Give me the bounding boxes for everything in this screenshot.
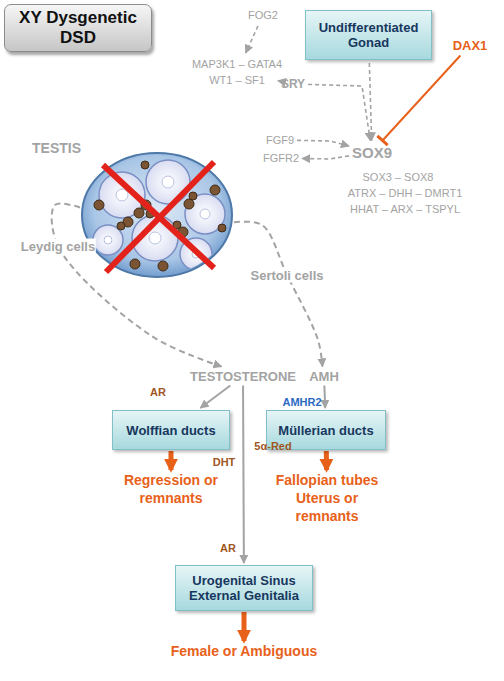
node-text: Female or Ambiguous [159, 642, 329, 660]
tubule-lumen [162, 176, 174, 188]
receptor-name: AR [220, 542, 236, 554]
connector-arrow [369, 63, 371, 141]
node-text: SRY [281, 77, 305, 91]
node-text: AMH [309, 369, 339, 384]
outcome-text: Regression or remnants [115, 471, 227, 507]
process-box: Urogenital Sinus External Genitalia [175, 565, 313, 611]
tubule-group [93, 160, 226, 271]
testis-organ: TESTIS [82, 153, 232, 277]
gene-name: FGFR2 [263, 150, 299, 166]
node-text: Undifferentiated Gonad [309, 20, 428, 50]
connector-arrow [297, 140, 349, 146]
tubule-lumen [104, 236, 112, 244]
hormone-name: DHT [213, 456, 236, 468]
gene-name: ATRX – DHH – DMRT1 [348, 187, 463, 199]
gene-name: FOG2 [248, 7, 278, 23]
connector-arrow [169, 451, 174, 470]
leydig-cell [130, 259, 140, 269]
gene-name: DAX1 [453, 38, 488, 53]
hormone-name: AMH [309, 369, 339, 384]
node-text: TESTIS [32, 140, 81, 156]
connector-arrow [242, 386, 245, 564]
connector-arrow [234, 222, 322, 367]
leydig-cell [218, 224, 226, 232]
hormone-name: TESTOSTERONE [190, 369, 296, 384]
receptor-name: AMHR2 [282, 396, 321, 408]
connector-arrow [324, 451, 329, 470]
enzyme-name: 5α-Red [254, 440, 291, 452]
connector-arrow [383, 56, 461, 141]
connector-arrow [242, 612, 247, 641]
node-text: FOG2 [248, 7, 278, 23]
node-text: TESTOSTERONE [190, 369, 296, 384]
gene-name: MAP3K1 – GATA4WT1 – SF1 [192, 56, 282, 88]
tubule-lumen [116, 189, 128, 201]
node-text: Regression or remnants [115, 471, 227, 507]
leydig-cell [141, 161, 149, 169]
outcome-text: Fallopian tubes Uterus or remnants [271, 471, 383, 525]
connector-arrow [308, 84, 370, 140]
connector-arrow [200, 386, 230, 409]
leydig-cell [210, 185, 220, 195]
leydig-cell [117, 222, 125, 230]
edge-label: Sertoli cells [250, 268, 325, 283]
cross-mark [106, 162, 214, 272]
tubule-lumen [200, 209, 210, 219]
connector-arrow [246, 26, 258, 53]
tubule-lumen [149, 232, 161, 244]
node-text: FGF9 [266, 132, 294, 148]
connector-arrow [52, 204, 222, 367]
node-text: Urogenital Sinus External Genitalia [179, 573, 309, 603]
gene-name: FGF9 [266, 132, 294, 148]
leydig-cell [184, 199, 194, 209]
testis-outline [82, 153, 232, 277]
edge-label: Leydig cells [20, 239, 96, 254]
leydig-cell [94, 200, 104, 210]
process-box: Undifferentiated Gonad [305, 10, 432, 60]
node-text: SOX9 [352, 144, 392, 161]
outcome-text: Female or Ambiguous [159, 642, 329, 660]
process-box: Wolffian ducts [112, 410, 230, 450]
gene-name: SOX9 [352, 144, 392, 161]
leydig-cell [134, 208, 144, 218]
node-text: Fallopian tubes Uterus or remnants [271, 471, 383, 525]
node-text: FGFR2 [263, 150, 299, 166]
title-box: XY Dysgenetic DSD [4, 4, 152, 52]
node-text: MAP3K1 – GATA4 [192, 56, 282, 72]
connector-arrow [302, 156, 349, 159]
connector-arrow [323, 386, 326, 409]
node-text: Wolffian ducts [126, 423, 215, 438]
gene-name: SOX3 – SOX8 [363, 171, 434, 183]
receptor-name: AR [150, 386, 166, 398]
leydig-cell [158, 261, 168, 271]
leydig-cell [189, 192, 197, 200]
node-text: WT1 – SF1 [192, 72, 282, 88]
node-text: Müllerian ducts [278, 423, 373, 438]
gene-name: SRY [281, 77, 305, 91]
title-text: XY Dysgenetic DSD [15, 8, 141, 48]
node-text: DAX1 [453, 38, 488, 53]
gene-name: HHAT – ARX – TSPYL [350, 203, 460, 215]
